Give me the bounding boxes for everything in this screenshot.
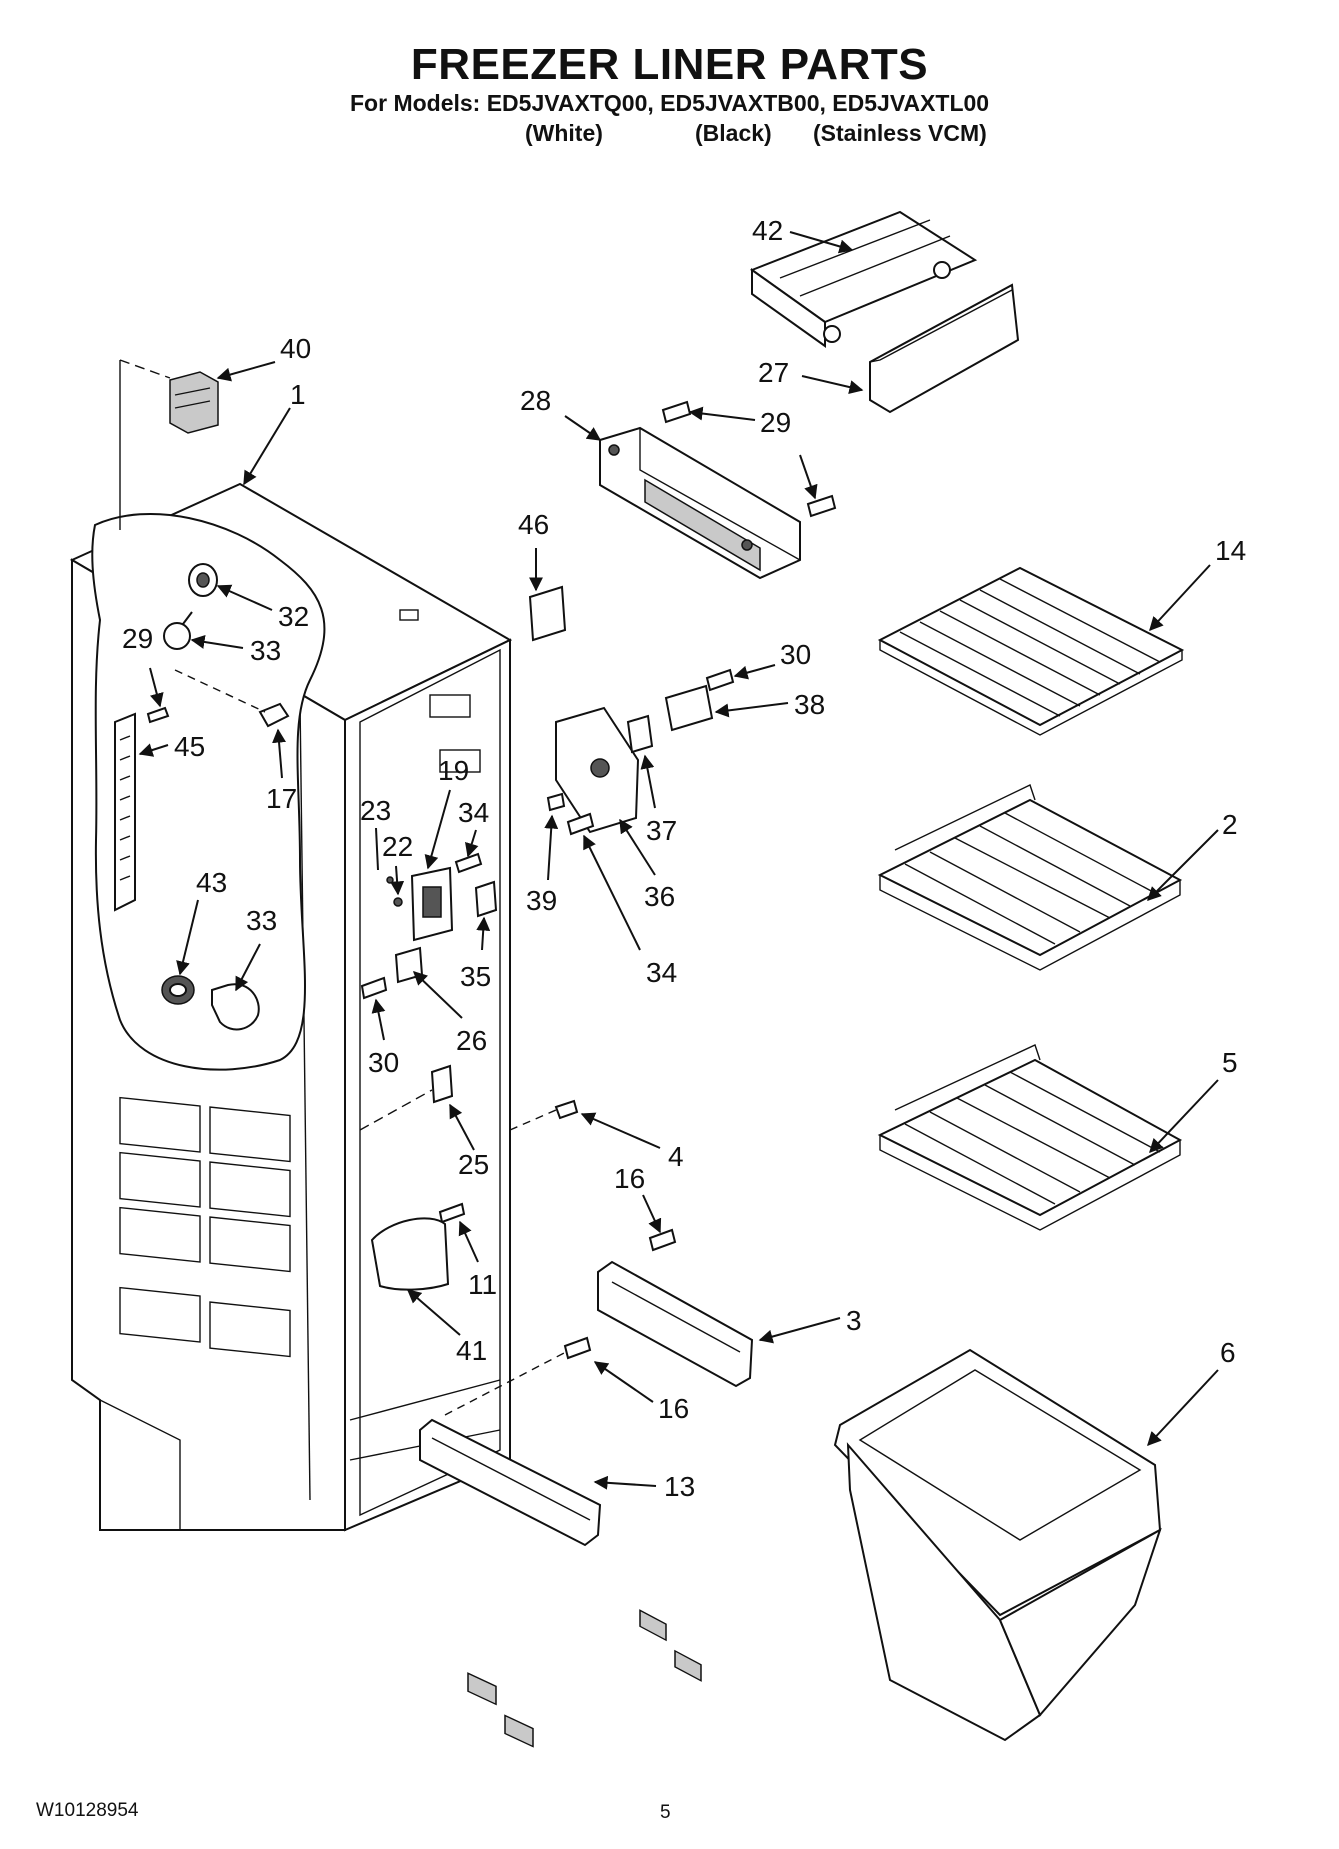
page-number: 5 bbox=[660, 1802, 671, 1823]
bracket-13 bbox=[419, 1418, 602, 1748]
cover-41 bbox=[370, 1217, 450, 1291]
callout-38: 38 bbox=[794, 689, 825, 720]
callout-19: 19 bbox=[438, 755, 469, 786]
callout-4: 4 bbox=[668, 1141, 684, 1172]
clip-37 bbox=[626, 714, 654, 754]
leader-lines bbox=[138, 231, 1219, 1490]
variant-stainless: (Stainless VCM) bbox=[813, 120, 987, 146]
callout-22: 22 bbox=[382, 831, 413, 862]
callout-1: 1 bbox=[290, 379, 306, 410]
callout-16-lower: 16 bbox=[658, 1393, 689, 1424]
callout-13: 13 bbox=[664, 1471, 695, 1502]
callout-41: 41 bbox=[456, 1335, 487, 1366]
callout-37: 37 bbox=[646, 815, 677, 846]
light-strip-45 bbox=[114, 712, 136, 912]
connector-46 bbox=[528, 585, 567, 642]
housing-28 bbox=[599, 426, 801, 580]
bracket-40 bbox=[119, 359, 219, 530]
housing-19 bbox=[410, 866, 454, 942]
callout-45: 45 bbox=[174, 731, 205, 762]
screw-16-upper bbox=[648, 1228, 677, 1252]
screw-29-right bbox=[806, 494, 837, 518]
callout-labels: 42 27 40 1 28 29 46 14 32 29 33 30 38 45… bbox=[122, 215, 1246, 1502]
callout-33-lower: 33 bbox=[246, 905, 277, 936]
page-title: FREEZER LINER PARTS bbox=[410, 40, 929, 89]
control-assembly-36 bbox=[555, 706, 640, 834]
callout-43: 43 bbox=[196, 867, 227, 898]
switch-35 bbox=[474, 880, 498, 918]
part-23 bbox=[386, 876, 394, 884]
shelf-14 bbox=[877, 566, 1185, 736]
part-22 bbox=[393, 897, 403, 907]
callout-42: 42 bbox=[752, 215, 783, 246]
screw-16-lower bbox=[563, 1336, 592, 1360]
variant-white: (White) bbox=[525, 120, 603, 146]
lamp-socket-32 bbox=[188, 563, 218, 597]
callout-28: 28 bbox=[520, 385, 551, 416]
callout-27: 27 bbox=[758, 357, 789, 388]
callout-33-upper: 33 bbox=[250, 635, 281, 666]
clip-17 bbox=[258, 702, 290, 728]
callout-36: 36 bbox=[644, 881, 675, 912]
screw-30-lower bbox=[360, 976, 388, 1000]
callout-34-lower: 34 bbox=[646, 957, 677, 988]
plate-27 bbox=[869, 283, 1020, 414]
callout-16-upper: 16 bbox=[614, 1163, 645, 1194]
callout-40: 40 bbox=[280, 333, 311, 364]
screw-34-lower bbox=[566, 812, 595, 836]
callout-34-upper: 34 bbox=[458, 797, 489, 828]
callout-14: 14 bbox=[1215, 535, 1246, 566]
shelf-2 bbox=[877, 784, 1183, 971]
board-38 bbox=[664, 684, 714, 732]
callout-29-left: 29 bbox=[122, 623, 153, 654]
callout-30-upper: 30 bbox=[780, 639, 811, 670]
model-list: For Models: ED5JVAXTQ00, ED5JVAXTB00, ED… bbox=[350, 90, 990, 116]
bulb-33-upper bbox=[163, 611, 193, 650]
callout-3: 3 bbox=[846, 1305, 862, 1336]
callout-46: 46 bbox=[518, 509, 549, 540]
screw-4 bbox=[554, 1099, 579, 1120]
callout-32: 32 bbox=[278, 601, 309, 632]
variant-black: (Black) bbox=[695, 120, 772, 146]
callout-5: 5 bbox=[1222, 1047, 1238, 1078]
bracket-3 bbox=[597, 1260, 754, 1682]
callout-11: 11 bbox=[468, 1269, 497, 1300]
callout-35: 35 bbox=[460, 961, 491, 992]
screw-30-upper bbox=[705, 668, 735, 692]
bracket-42 bbox=[749, 210, 978, 348]
screw-29-upper bbox=[661, 400, 692, 424]
document-number: W10128954 bbox=[36, 1800, 139, 1821]
callout-2: 2 bbox=[1222, 809, 1238, 840]
connector-25 bbox=[430, 1064, 454, 1104]
callout-26: 26 bbox=[456, 1025, 487, 1056]
lamp-socket-43 bbox=[161, 975, 195, 1005]
bin-6 bbox=[833, 1348, 1162, 1742]
callout-6: 6 bbox=[1220, 1337, 1236, 1368]
callout-39: 39 bbox=[526, 885, 557, 916]
callout-25: 25 bbox=[458, 1149, 489, 1180]
screw-29-left bbox=[146, 706, 170, 724]
screw-39 bbox=[546, 792, 566, 812]
callout-29-upper: 29 bbox=[760, 407, 791, 438]
callout-17: 17 bbox=[266, 783, 297, 814]
screw-11 bbox=[438, 1202, 466, 1224]
callout-30-lower: 30 bbox=[368, 1047, 399, 1078]
shelf-5 bbox=[877, 1044, 1183, 1231]
callout-23: 23 bbox=[360, 795, 391, 826]
